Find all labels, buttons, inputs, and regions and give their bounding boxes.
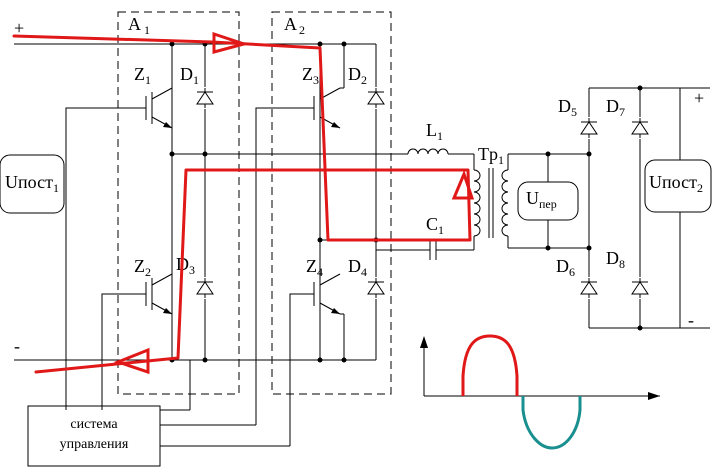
label-z3: Z3 [302, 64, 319, 87]
transistor-z4 [313, 273, 345, 360]
positive-half-wave [461, 334, 519, 396]
transistor-z1 [145, 87, 173, 129]
leg-a2 [313, 43, 385, 361]
plus-left-terminal: + [14, 18, 24, 38]
transformer-tp1 [473, 154, 509, 248]
control-system-box: система управления [27, 405, 161, 467]
resonant-branch [205, 148, 475, 260]
current-path-highlight [12, 31, 475, 375]
label-tp1: Tp1 [478, 144, 504, 167]
waveform-inset [420, 334, 660, 450]
label-d8: D8 [606, 248, 625, 271]
inductor-l1 [407, 148, 449, 155]
transistor-z3 [313, 44, 345, 129]
svg-text:Uпост2: Uпост2 [649, 172, 703, 195]
label-z2: Z2 [134, 256, 151, 279]
svg-text:Uпост1: Uпост1 [5, 172, 59, 195]
label-d7: D7 [606, 96, 625, 119]
diode-d4 [367, 277, 385, 299]
transistor-z2 [145, 273, 173, 315]
diode-d3 [196, 277, 214, 299]
label-d3: D3 [176, 254, 195, 277]
minus-left-terminal: - [14, 336, 20, 356]
source-u-in: Uпост1 [0, 154, 65, 214]
svg-text:управления: управления [60, 437, 129, 452]
svg-text:система: система [70, 417, 118, 432]
diode-d8 [631, 277, 649, 299]
label-l1: L1 [426, 120, 443, 143]
diode-d7 [631, 117, 649, 139]
module-a2-box [271, 11, 392, 395]
label-z1: Z1 [134, 64, 151, 87]
label-d1: D1 [180, 64, 199, 87]
module-a1-box [117, 11, 240, 395]
label-d2: D2 [348, 64, 367, 87]
source-u-out: Uпост2 [644, 159, 712, 213]
diode-d1 [196, 87, 214, 109]
minus-right-terminal: - [688, 310, 694, 330]
diode-d6 [580, 277, 598, 299]
leg-a1 [145, 44, 214, 360]
label-d4: D4 [348, 256, 367, 279]
negative-half-wave [521, 396, 582, 450]
diode-d5 [580, 117, 598, 139]
plus-right-terminal: + [694, 88, 704, 108]
source-u-per: Uпер [517, 181, 579, 221]
label-c1: C1 [426, 214, 444, 237]
output-rectifier [508, 85, 710, 331]
label-d6: D6 [556, 256, 575, 279]
svg-text:Uпер: Uпер [526, 188, 557, 211]
diode-d2 [367, 87, 385, 109]
gate-wiring [65, 107, 314, 447]
label-z4: Z4 [306, 256, 323, 279]
label-d5: D5 [558, 96, 577, 119]
